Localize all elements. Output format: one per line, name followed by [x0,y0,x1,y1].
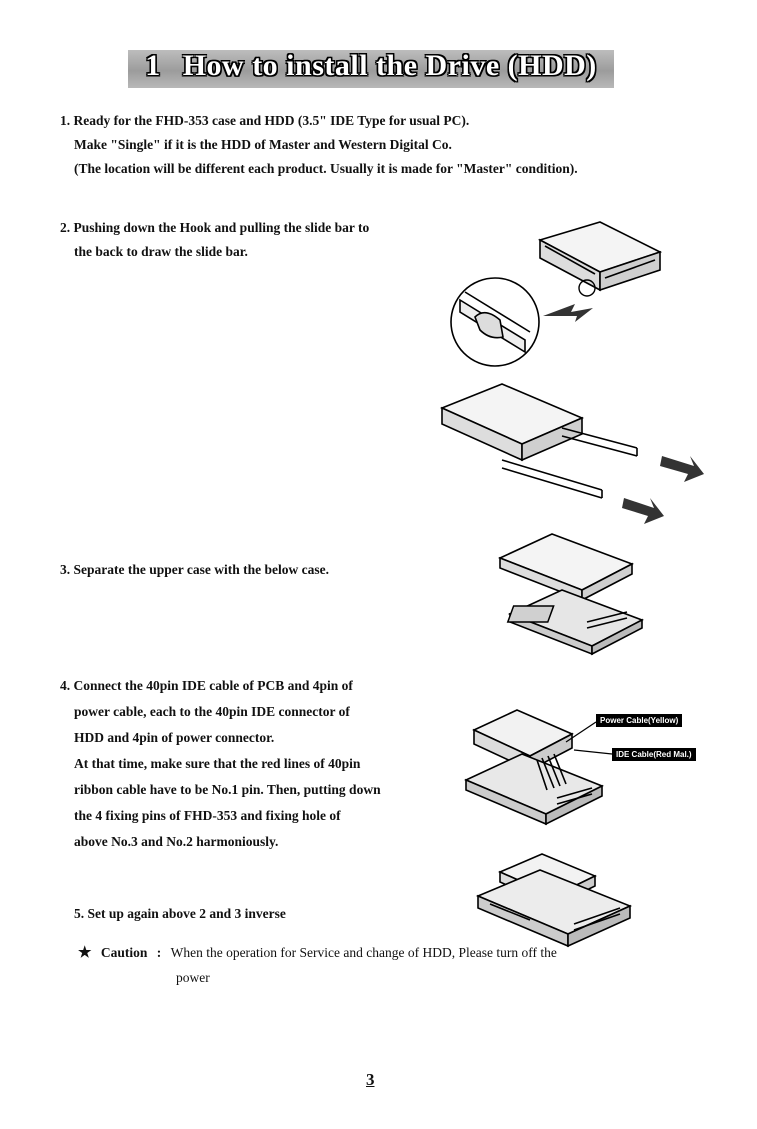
step4-line2: power cable, each to the 40pin IDE conne… [74,704,350,719]
step1-line1: 1. Ready for the FHD-353 case and HDD (3… [60,113,470,128]
slide-bar-illustration [439,383,704,524]
caution-separator: : [156,945,162,960]
page-number: 3 [366,1070,375,1089]
cable-connection-illustration [464,709,604,826]
title-number: 1 [145,49,161,82]
page-title: 1 How to install the Drive (HDD) [128,44,614,88]
label-pointer-lines [565,721,613,755]
step4-line1: 4. Connect the 40pin IDE cable of PCB an… [60,678,353,693]
hook-detail-illustration [450,221,663,367]
step2-line1: 2. Pushing down the Hook and pulling the… [60,220,370,235]
ide-cable-label: IDE Cable(Red Mal.) [612,748,696,761]
caution-line2: power [176,970,210,985]
separate-case-illustration [497,533,644,656]
caution-text: When the operation for Service and chang… [170,945,557,960]
caution-line1: ★ Caution : When the operation for Servi… [78,945,557,961]
step3-line1: 3. Separate the upper case with the belo… [60,562,329,577]
step4-line3: HDD and 4pin of power connector. [74,730,275,745]
step4-line7: above No.3 and No.2 harmoniously. [74,834,279,849]
step1-line3: (The location will be different each pro… [74,161,578,176]
step4-line5: ribbon cable have to be No.1 pin. Then, … [74,782,381,797]
star-icon: ★ [78,945,92,961]
step4-line6: the 4 fixing pins of FHD-353 and fixing … [74,808,341,823]
power-cable-label: Power Cable(Yellow) [596,714,683,727]
title-text: How to install the Drive (HDD) [182,49,597,82]
title-band [128,50,614,88]
step2-line2: the back to draw the slide bar. [74,244,248,259]
reassembled-case-illustration [475,853,633,948]
step5-line1: 5. Set up again above 2 and 3 inverse [74,906,286,921]
step4-line4: At that time, make sure that the red lin… [74,756,361,771]
caution-label: Caution [100,945,148,960]
step1-line2: Make "Single" if it is the HDD of Master… [74,137,452,152]
